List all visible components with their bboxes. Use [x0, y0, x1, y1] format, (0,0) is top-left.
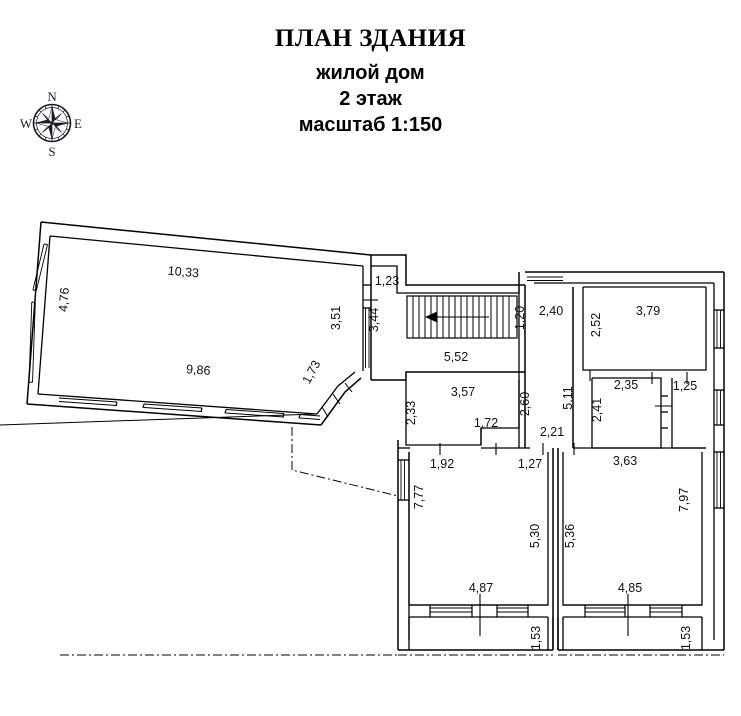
compass-label-south: S	[48, 144, 55, 159]
dim-room-mid-height: 2,33	[404, 401, 418, 425]
wall-inner-nw-left	[37, 235, 51, 395]
dim-room-sw-right: 5,30	[528, 524, 542, 548]
wall-nw-right-openings	[363, 284, 371, 309]
dim-living-room-bottom: 9,86	[186, 362, 211, 378]
dim-bath-width: 2,35	[614, 378, 638, 392]
dim-bedroom-ne-height: 2,52	[589, 313, 603, 337]
dim-room-mid-step: 1,72	[474, 416, 498, 430]
wall-hall-top-inner	[371, 265, 519, 294]
window-east-2	[716, 390, 721, 425]
dim-bedroom-ne-width: 3,79	[636, 304, 660, 318]
dim-living-room-diagonal: 1,73	[300, 358, 324, 386]
boundary-terrace-nw	[291, 427, 399, 497]
bath-door-openings	[661, 395, 668, 429]
staircase	[406, 295, 518, 339]
dim-door-mid: 1,27	[518, 457, 542, 471]
wall-diagonal-corner-inner	[316, 371, 356, 415]
window-nw-bottom-1	[58, 397, 118, 406]
compass-label-north: N	[47, 89, 57, 104]
dimension-ticks	[363, 299, 688, 636]
window-south-se-1	[585, 607, 625, 613]
wall-hall-bottom	[371, 371, 525, 381]
boundary-lines	[60, 427, 724, 656]
dim-bath-zone-width: 3,63	[613, 454, 637, 468]
dim-living-room-right: 3,51	[329, 306, 343, 330]
wall-balcony-left-sides	[408, 617, 549, 650]
dim-door-right: 2,21	[540, 425, 564, 439]
window-east-1-frame	[714, 309, 724, 349]
window-nw-bottom-3	[225, 409, 285, 418]
window-nw-left-upper	[32, 243, 48, 291]
window-sw-left	[400, 460, 405, 500]
dim-corridor-inner: 2,60	[518, 392, 532, 416]
dim-closet-width: 1,25	[673, 379, 697, 393]
dim-corridor-height: 5,11	[561, 386, 575, 409]
window-east-1	[716, 310, 721, 348]
window-south-sw-1	[430, 607, 472, 613]
dim-room-sw-left: 7,77	[412, 485, 426, 509]
window-south-sw-frames	[429, 605, 529, 617]
dim-bath-height: 2,41	[590, 398, 604, 422]
dim-room-mid-width: 3,57	[451, 385, 475, 399]
wall-inner-nw-top	[49, 235, 364, 267]
dim-hall-top-small: 1,23	[375, 274, 399, 288]
window-sw-left-frame	[398, 459, 409, 501]
window-east-2-frame	[714, 389, 724, 426]
dim-room-se-left: 5,36	[563, 524, 577, 548]
window-north-step	[527, 276, 563, 281]
window-south-se-2	[650, 607, 682, 613]
dim-room-se-right: 7,97	[677, 488, 691, 512]
wall-outer-nw-bottom	[26, 403, 322, 426]
window-south-sw-2	[497, 607, 528, 613]
dim-room-se-bottom: 4,85	[618, 581, 642, 595]
dim-corridor-top: 2,40	[539, 304, 563, 318]
dim-living-room-left: 4,76	[56, 287, 72, 312]
window-south-se-frames	[584, 605, 683, 617]
compass-label-west: W	[20, 116, 33, 131]
wall-balcony-divider	[552, 617, 559, 650]
dimension-labels: 10,33 9,86 4,76 3,51 1,73 1,23 3,44 5,52…	[56, 264, 697, 651]
dim-living-room-top: 10,33	[167, 264, 199, 281]
wall-outer-nw-top	[40, 221, 372, 256]
dim-balcony-left-depth: 1,53	[529, 626, 543, 650]
window-nw-right	[365, 308, 370, 368]
dim-room-sw-bottom: 4,87	[469, 581, 493, 595]
staircase-direction-arrow	[425, 311, 438, 323]
dim-hall-left: 3,44	[367, 308, 381, 332]
staircase-outline	[406, 295, 518, 339]
wall-balcony-right-sides	[562, 617, 703, 650]
dim-stair-depth: 1,20	[513, 306, 527, 330]
wall-diagonal-hatch	[0, 382, 353, 426]
window-east-3-frame	[714, 451, 724, 509]
window-nw-bottom-4	[299, 414, 321, 420]
window-nw-left-lower	[28, 301, 36, 383]
dim-balcony-right-depth: 1,53	[679, 626, 693, 650]
window-nw-bottom-2	[143, 403, 203, 412]
building-walls	[0, 221, 725, 651]
compass-rose: N S E W	[20, 89, 82, 159]
compass-label-east: E	[74, 116, 82, 131]
dim-stair-hall-width: 5,52	[444, 350, 468, 364]
wall-diagonal-corner	[320, 377, 362, 426]
wall-bedroom-ne	[582, 287, 707, 371]
wall-hall-top	[371, 254, 525, 286]
dim-door-left: 1,92	[430, 457, 454, 471]
window-east-3	[716, 452, 721, 508]
wall-inner-nw-bottom	[37, 393, 318, 415]
